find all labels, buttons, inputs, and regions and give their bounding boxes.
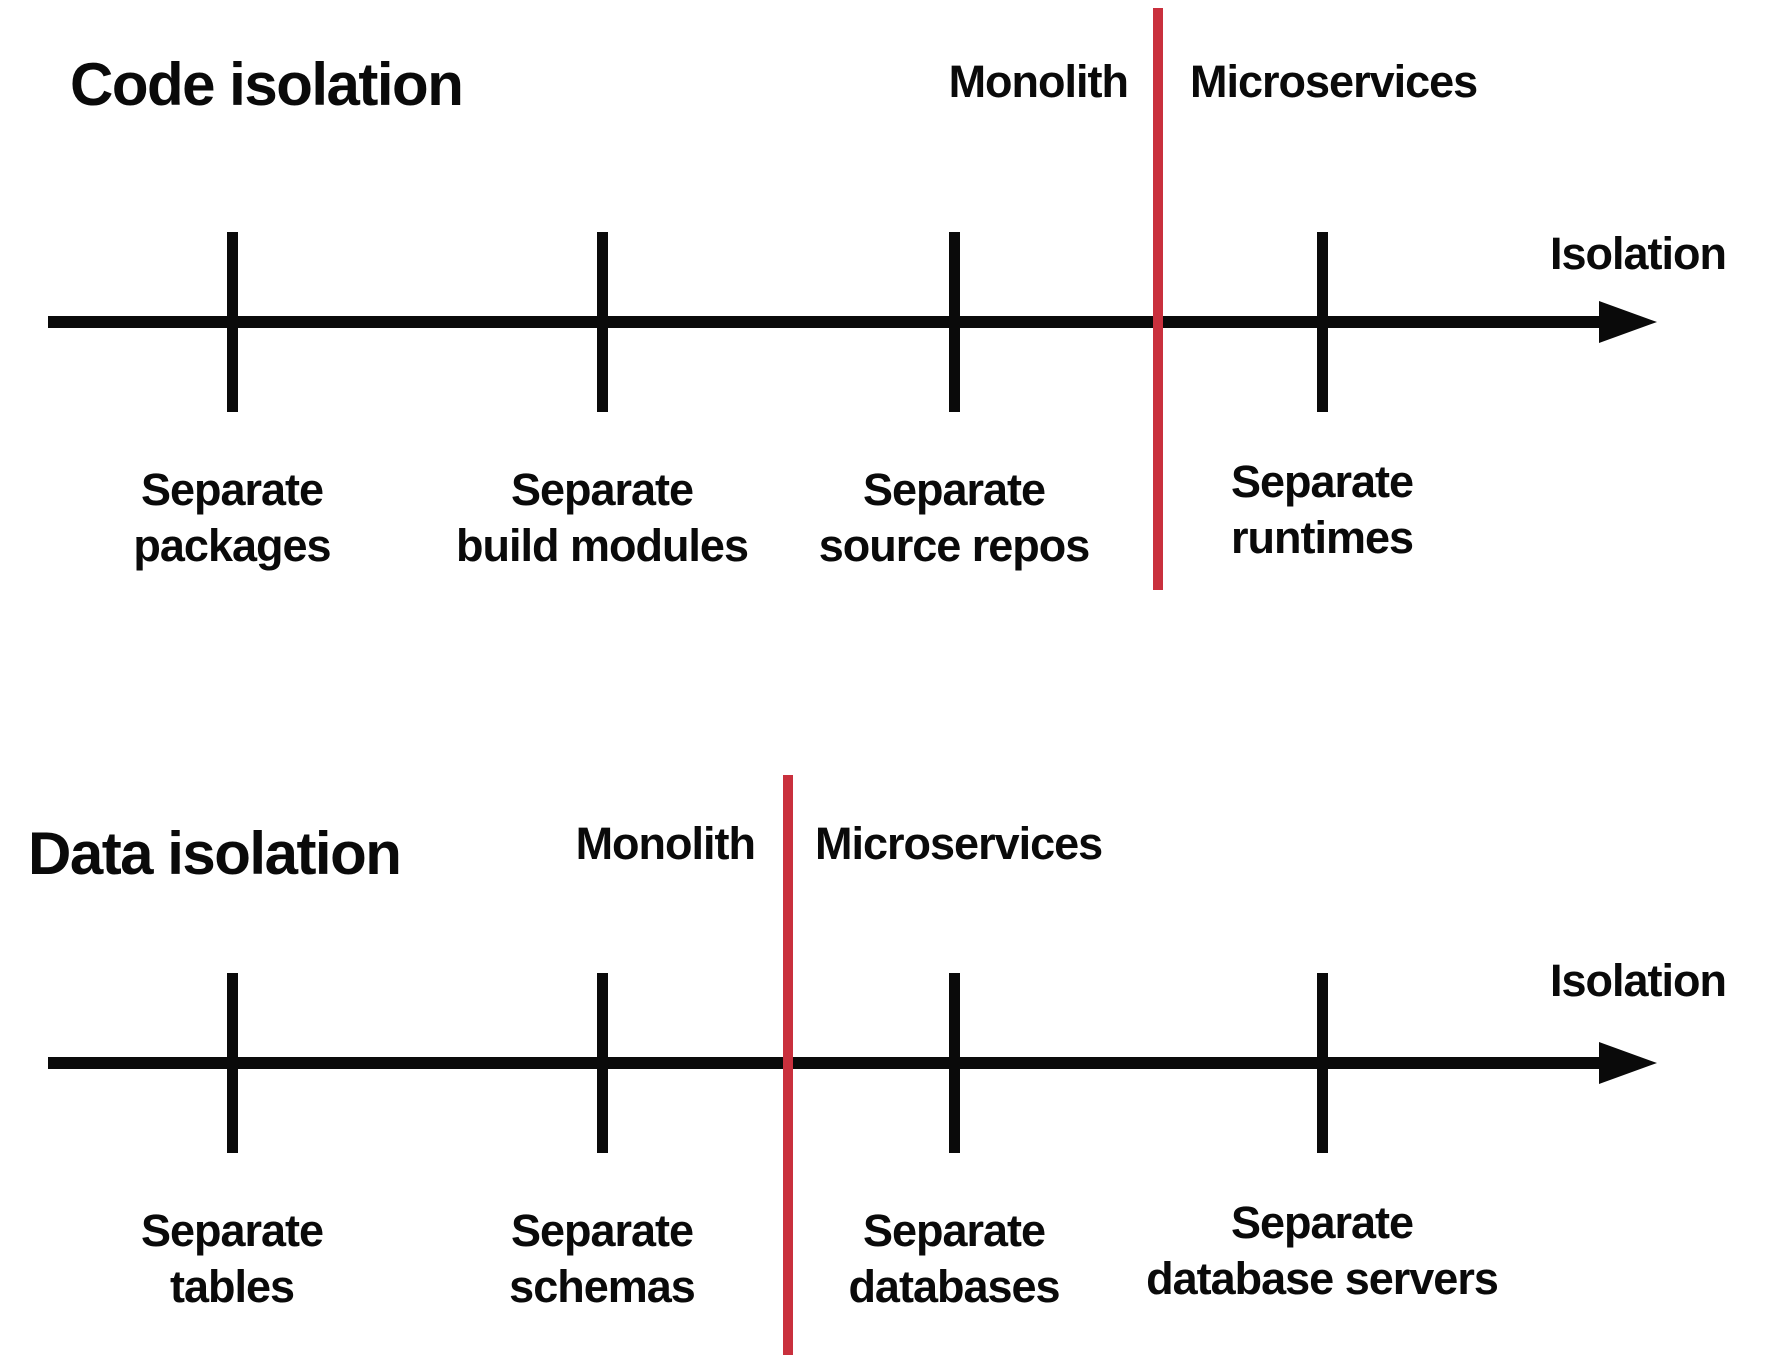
tick-label-separate-tables: Separate tables — [52, 1203, 412, 1315]
monolith-zone-label: Monolith — [575, 818, 756, 869]
isolation-axis-line — [48, 316, 1601, 328]
tick-separate-build-modules — [597, 232, 608, 412]
microservices-zone-label: Microservices — [1190, 56, 1478, 107]
monolith-microservices-divider — [783, 775, 793, 1355]
code-isolation-title: Code isolation — [70, 51, 464, 118]
tick-label-line2: build modules — [455, 520, 749, 571]
microservices-zone-label: Microservices — [815, 818, 1103, 869]
tick-separate-schemas — [597, 973, 608, 1153]
tick-label-line1: Separate — [510, 464, 694, 515]
tick-label-separate-databases: Separate databases — [774, 1203, 1134, 1315]
tick-label-line1: Separate — [510, 1205, 694, 1256]
tick-label-separate-database-servers: Separate database servers — [1142, 1195, 1502, 1307]
tick-label-separate-packages: Separate packages — [52, 462, 412, 574]
tick-separate-packages — [227, 232, 238, 412]
tick-separate-source-repos — [949, 232, 960, 412]
tick-label-separate-schemas: Separate schemas — [422, 1203, 782, 1315]
tick-label-line1: Separate — [1230, 1197, 1414, 1248]
isolation-axis-label: Isolation — [1549, 228, 1727, 279]
tick-separate-databases — [949, 973, 960, 1153]
tick-separate-tables — [227, 973, 238, 1153]
tick-label-line2: tables — [169, 1261, 295, 1312]
tick-label-line1: Separate — [1230, 456, 1414, 507]
tick-label-line2: packages — [133, 520, 331, 571]
monolith-microservices-divider — [1153, 8, 1163, 590]
axis-arrowhead-icon — [1599, 1042, 1657, 1084]
tick-label-line2: runtimes — [1230, 512, 1414, 563]
tick-label-line1: Separate — [862, 1205, 1046, 1256]
isolation-axis-line — [48, 1057, 1601, 1069]
tick-separate-database-servers — [1317, 973, 1328, 1153]
tick-label-separate-source-repos: Separate source repos — [774, 462, 1134, 574]
tick-label-line1: Separate — [140, 464, 324, 515]
tick-label-line2: schemas — [509, 1261, 696, 1312]
tick-label-line1: Separate — [140, 1205, 324, 1256]
tick-label-separate-build-modules: Separate build modules — [422, 462, 782, 574]
tick-label-separate-runtimes: Separate runtimes — [1142, 454, 1502, 566]
tick-label-line2: source repos — [818, 520, 1091, 571]
data-isolation-title: Data isolation — [28, 820, 402, 887]
axis-arrowhead-icon — [1599, 301, 1657, 343]
tick-label-line2: database servers — [1146, 1253, 1499, 1304]
monolith-zone-label: Monolith — [948, 56, 1129, 107]
tick-label-line1: Separate — [862, 464, 1046, 515]
isolation-axis-label: Isolation — [1549, 955, 1727, 1006]
tick-separate-runtimes — [1317, 232, 1328, 412]
tick-label-line2: databases — [848, 1261, 1060, 1312]
